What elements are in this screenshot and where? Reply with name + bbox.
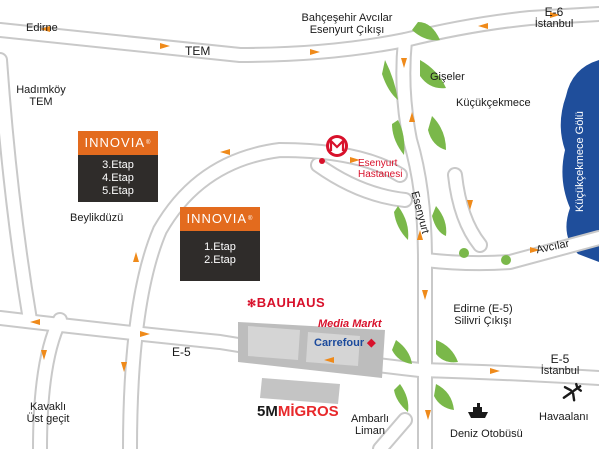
- innovia-left-sign: INNOVIA® 3.Etap 4.Etap 5.Etap: [78, 131, 158, 202]
- carrefour-logo: Carrefour◆: [314, 337, 376, 349]
- lake-label: Küçükçekmece Gölü: [574, 111, 586, 212]
- kavakli-label: Kavaklı Üst geçit: [26, 401, 70, 425]
- kucukcekmece-lake: [560, 60, 599, 262]
- bahcesehir-exit-label: Bahçeşehir Avcılar Esenyurt Çıkışı: [301, 12, 393, 36]
- shopping-buildings: [238, 322, 385, 404]
- beylikduzu-label: Beylikdüzü: [70, 212, 124, 224]
- airplane-icon: [562, 382, 583, 402]
- e6-istanbul-label: E-6 İstanbul: [534, 5, 574, 30]
- hadimkoy-label: Hadımköy TEM: [16, 84, 66, 108]
- giseler-label: Gişeler: [430, 71, 465, 83]
- roundabout-markers: [459, 248, 511, 265]
- mediamarkt-logo: Media Markt: [318, 318, 382, 330]
- tem-road-label: TEM: [185, 44, 211, 58]
- metro-m-icon: [319, 135, 348, 164]
- e5-road-label: E-5: [172, 345, 191, 359]
- innovia-center-brand: INNOVIA®: [180, 207, 260, 231]
- bauhaus-logo: ✻BAUHAUS: [247, 295, 326, 310]
- innovia-left-brand: INNOVIA®: [78, 131, 158, 155]
- edirne-e5-exit-label: Edirne (E-5) Silivri Çıkışı: [453, 303, 513, 327]
- deniz-otobusu-label: Deniz Otobüsü: [450, 428, 523, 440]
- ambarli-label: Ambarlı Liman: [351, 413, 389, 437]
- interchange-green-areas: [382, 22, 458, 412]
- kucukcekmece-label: Küçükçekmece: [456, 97, 531, 109]
- migros-logo: 5MMİGROS: [257, 403, 339, 420]
- havaalani-label: Havaalanı: [539, 411, 589, 423]
- esenyurt-hastanesi-label: Esenyurt Hastanesi: [358, 158, 403, 180]
- edirne-label: Edirne: [26, 22, 58, 34]
- e5-istanbul-label: E-5 İstanbul: [540, 352, 580, 377]
- innovia-center-sign: INNOVIA® 1.Etap 2.Etap: [180, 207, 260, 281]
- direction-arrows: [30, 12, 560, 420]
- ship-icon: [468, 403, 488, 418]
- innovia-left-stages: 3.Etap 4.Etap 5.Etap: [78, 155, 158, 202]
- innovia-center-stages: 1.Etap 2.Etap: [180, 231, 260, 281]
